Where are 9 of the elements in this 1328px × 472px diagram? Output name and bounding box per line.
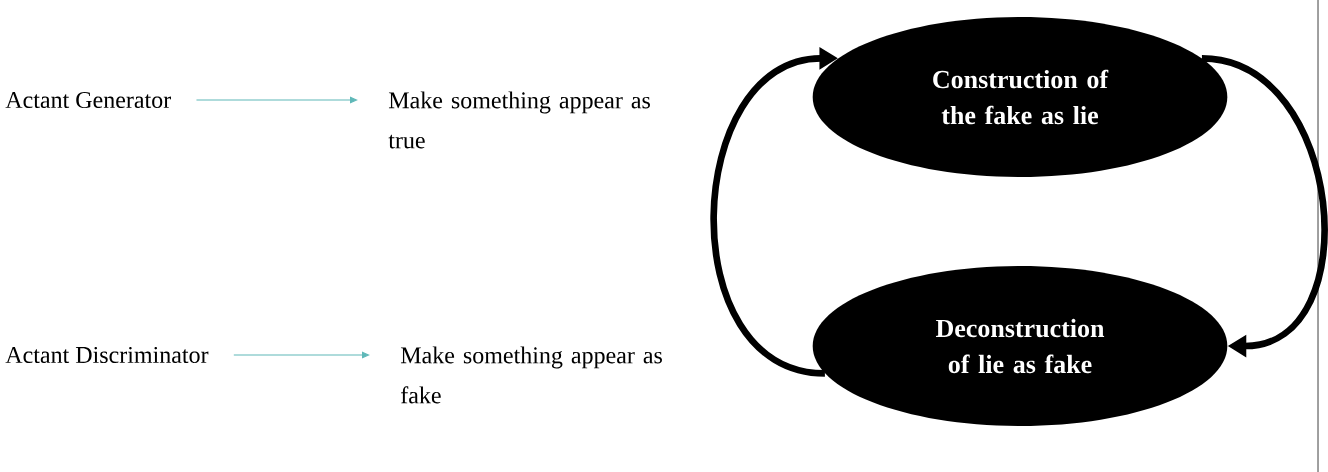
text-label: Actant Discriminator [5,346,209,364]
ellipse-node: Deconstruction of lie as fake [812,266,1228,426]
text-label: Actant Generator [5,91,171,109]
arrow [1201,55,1328,358]
arrow [195,96,358,104]
arrow [233,351,370,359]
ellipse-node: Construction of the fake as lie [812,17,1228,177]
text-label: Make something appear as true [388,91,650,149]
text-label: Make something appear as fake [400,346,662,404]
